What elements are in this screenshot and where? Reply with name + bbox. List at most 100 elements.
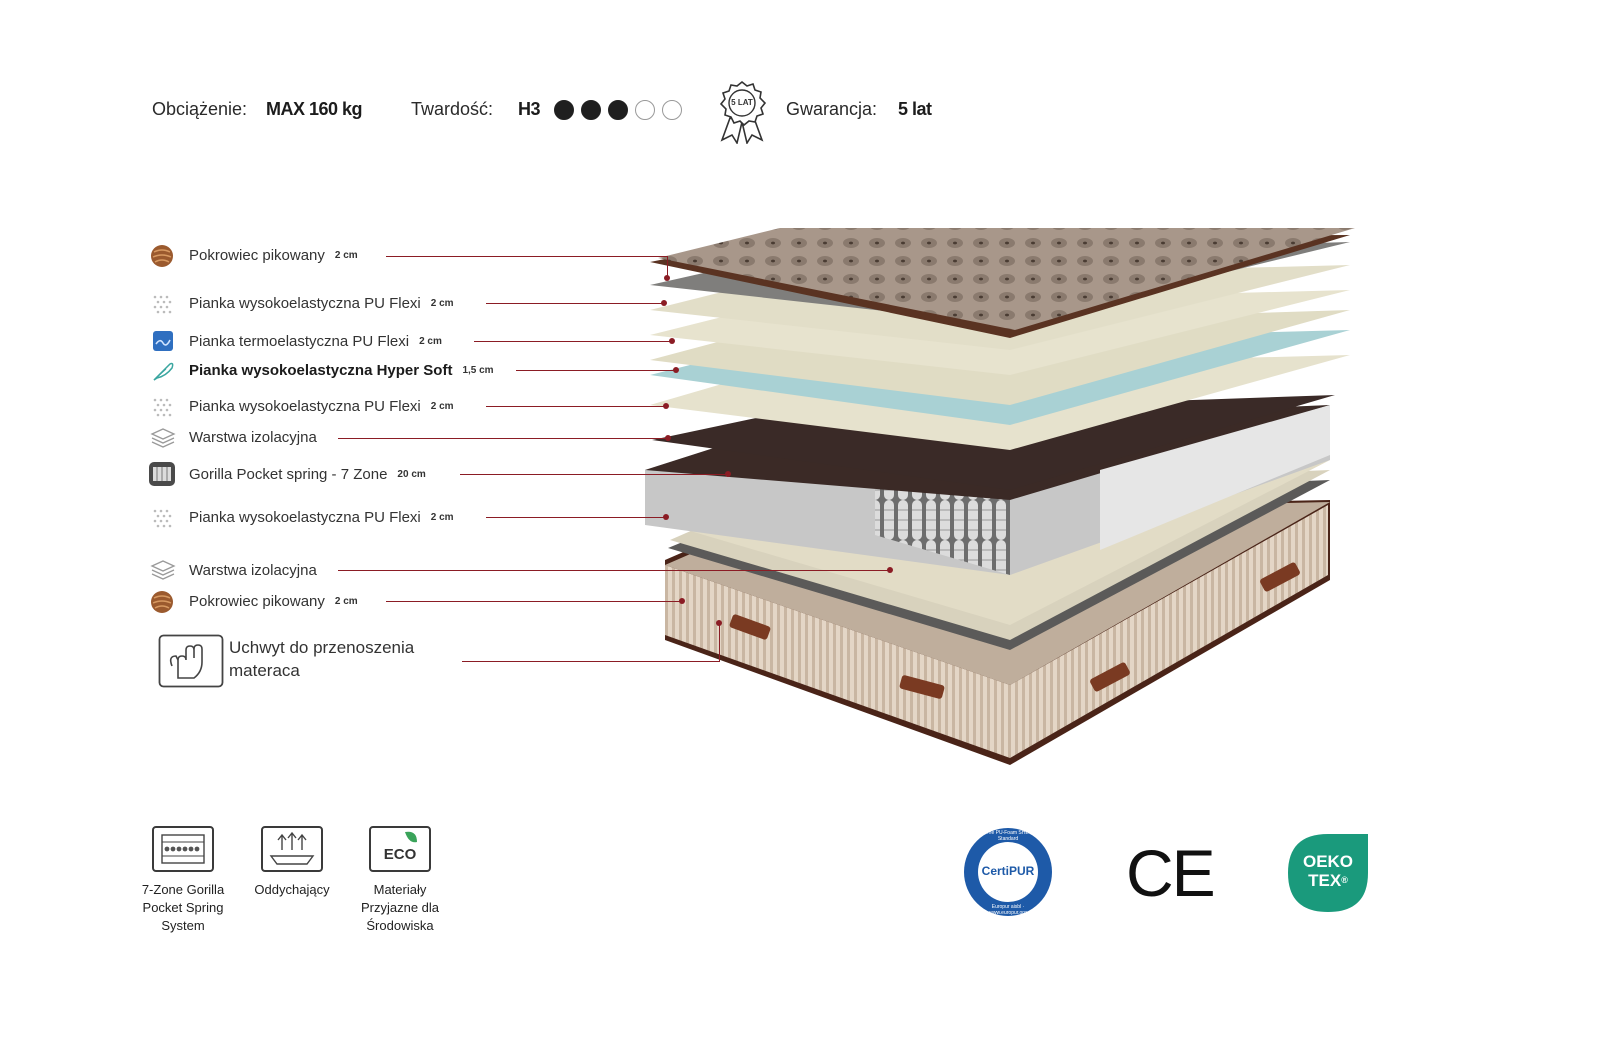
feature-label-line: Środowiska <box>366 918 434 933</box>
firmness-dot <box>581 100 601 120</box>
feature-label: Materiały Przyjazne dla Środowiska <box>340 881 460 935</box>
layer-row: Pianka wysokoelastyczna PU Flexi 2 cm <box>189 506 454 528</box>
foam-dots-icon <box>150 506 174 530</box>
feature-label-line: System <box>161 918 205 933</box>
feature-label-line: Przyjazne dla <box>360 900 440 915</box>
leader-line <box>474 341 672 343</box>
pocket-spring-icon <box>148 461 176 487</box>
handle-label-line: materaca <box>229 661 300 680</box>
layer-name: Pianka wysokoelastyczna PU Flexi <box>189 508 421 526</box>
quilted-cover-icon <box>150 590 174 614</box>
leader-dot <box>661 300 667 306</box>
layer-row: Pianka wysokoelastyczna PU Flexi 2 cm <box>189 292 454 314</box>
certipur-text: CertiPUR <box>981 864 1035 878</box>
feature-label-line: Oddychający <box>254 882 330 897</box>
layer-thickness: 2 cm <box>430 400 454 412</box>
oekotex-line2: TEX <box>1308 871 1342 890</box>
mattress-cross-section-illustration <box>630 180 1370 780</box>
feather-icon <box>151 359 175 383</box>
oekotex-mark: ® <box>1341 875 1348 885</box>
ce-text: CE <box>1126 836 1216 910</box>
quilted-cover-icon <box>150 244 174 268</box>
feature-label-line: Materiały <box>373 882 427 897</box>
oekotex-line1: OEKO <box>1302 852 1354 871</box>
layer-name: Warstwa izolacyjna <box>189 561 317 579</box>
layer-row: Pokrowiec pikowany 2 cm <box>189 244 358 266</box>
firmness-label: Twardość: <box>411 99 494 119</box>
leader-dot <box>663 514 669 520</box>
layer-row: Pianka wysokoelastyczna PU Flexi 2 cm <box>189 395 454 417</box>
leader-dot <box>716 620 722 626</box>
layer-row: Pianka termoelastyczna PU Flexi 2 cm <box>189 330 442 352</box>
layer-name: Pianka wysokoelastyczna PU Flexi <box>189 397 421 415</box>
leader-line <box>460 474 728 476</box>
leader-line <box>338 438 668 440</box>
leader-line <box>386 256 668 258</box>
layer-name: Warstwa izolacyjna <box>189 428 317 446</box>
memory-foam-icon <box>152 330 174 352</box>
leader-line <box>486 303 664 305</box>
leader-dot <box>679 598 685 604</box>
feature-label: 7-Zone Gorilla Pocket Spring System <box>123 881 243 935</box>
certipur-ring-bottom: Europur aisbl · www.europur.org <box>989 904 1027 916</box>
layer-thickness: 2 cm <box>419 335 442 347</box>
leader-dot <box>669 338 675 344</box>
layer-name: Pokrowiec pikowany <box>189 592 325 610</box>
eco-icon-text: ECO <box>383 846 417 863</box>
layer-thickness: 2 cm <box>430 511 454 523</box>
firmness-scale <box>554 100 689 122</box>
ce-mark: CE <box>1126 838 1216 908</box>
certipur-logo: CertiPUR The PU-Foam SHE-Standard Europu… <box>962 826 1054 918</box>
layer-name: Pianka wysokoelastyczna Hyper Soft <box>189 361 453 379</box>
layer-name: Gorilla Pocket spring - 7 Zone <box>189 465 388 483</box>
load-label: Obciążenie: <box>152 99 248 119</box>
layer-row: Warstwa izolacyjna <box>189 426 327 448</box>
leader-dot <box>664 275 670 281</box>
feature-label: Oddychający <box>232 881 352 899</box>
warranty-badge-text: 5 LAT <box>731 98 753 107</box>
spring-system-icon <box>152 826 214 872</box>
load-value: MAX 160 kg <box>266 99 363 119</box>
firmness-value: H3 <box>518 99 541 119</box>
leader-dot <box>673 367 679 373</box>
layer-thickness: 2 cm <box>430 297 454 309</box>
layer-thickness: 2 cm <box>334 249 358 261</box>
layer-row: Pianka wysokoelastyczna Hyper Soft 1,5 c… <box>189 359 494 381</box>
firmness-dot <box>608 100 628 120</box>
layer-name: Pokrowiec pikowany <box>189 246 325 264</box>
leader-line <box>486 406 666 408</box>
layer-thickness: 1,5 cm <box>462 364 494 376</box>
warranty-label: Gwarancja: <box>786 99 878 119</box>
leader-dot <box>725 471 731 477</box>
layer-row: Pokrowiec pikowany 2 cm <box>189 590 358 612</box>
foam-dots-icon <box>150 395 174 419</box>
warranty-badge-icon: 5 LAT <box>712 78 772 146</box>
oekotex-logo: OEKO TEX® <box>1284 830 1372 916</box>
insulation-layers-icon <box>150 558 176 582</box>
firmness-dot <box>554 100 574 120</box>
eco-leaf-icon: ECO <box>369 826 431 872</box>
leader-line <box>462 661 720 663</box>
leader-line <box>386 601 682 603</box>
handle-label: Uchwyt do przenoszenia materaca <box>229 636 414 682</box>
leader-dot <box>663 403 669 409</box>
handle-label-line: Uchwyt do przenoszenia <box>229 638 415 657</box>
layer-name: Pianka termoelastyczna PU Flexi <box>189 332 410 350</box>
layer-row: Gorilla Pocket spring - 7 Zone 20 cm <box>189 463 426 485</box>
warranty-value: 5 lat <box>898 99 932 119</box>
leader-line <box>719 622 721 662</box>
firmness-dot <box>635 100 655 120</box>
insulation-layers-icon <box>150 426 176 450</box>
certipur-ring-top: The PU-Foam SHE-Standard <box>985 830 1031 842</box>
layer-row: Warstwa izolacyjna <box>189 559 327 581</box>
leader-dot <box>887 567 893 573</box>
feature-label-line: 7-Zone Gorilla <box>141 882 225 897</box>
leader-dot <box>665 435 671 441</box>
layer-thickness: 2 cm <box>334 595 358 607</box>
breathable-icon <box>261 826 323 872</box>
leader-line <box>516 370 676 372</box>
layer-thickness: 20 cm <box>397 468 426 480</box>
leader-line <box>667 256 669 278</box>
foam-dots-icon <box>150 292 174 316</box>
firmness-dot <box>662 100 682 120</box>
